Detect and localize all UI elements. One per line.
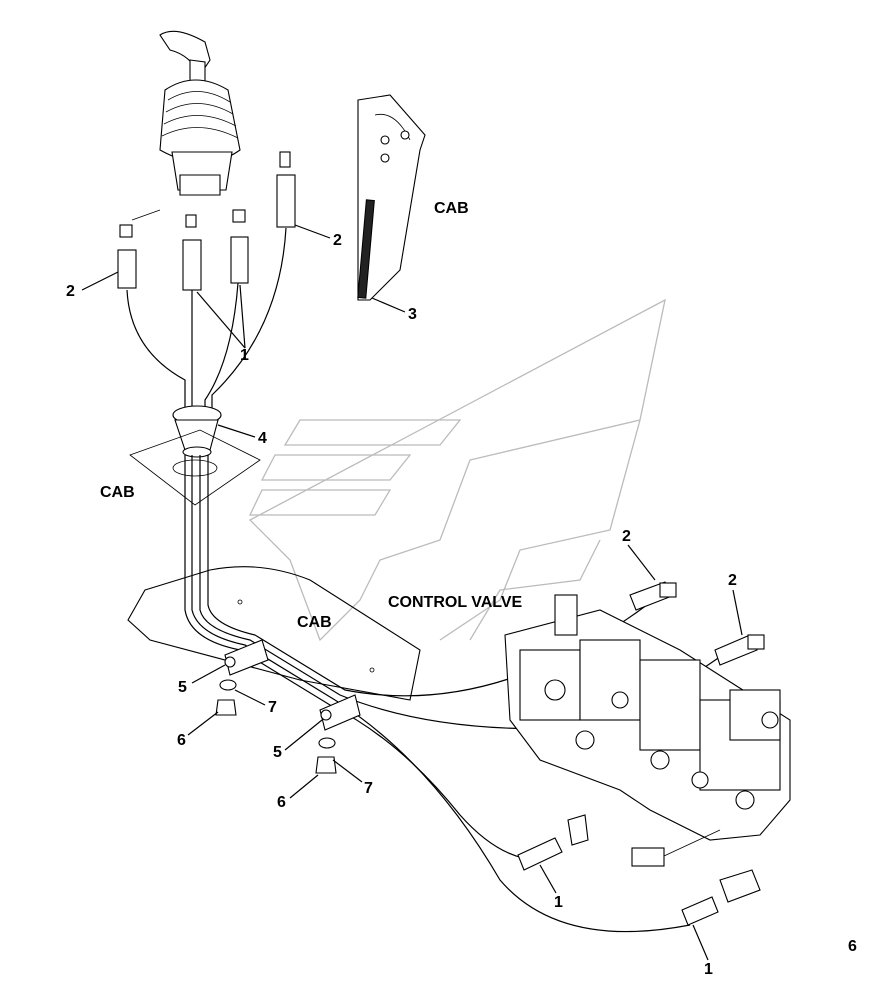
hose-bundle (184, 455, 731, 933)
cab-floor-plate (127, 566, 421, 701)
callout-4: 4 (258, 430, 267, 447)
callout-1-mid: 1 (554, 894, 563, 911)
grommet (129, 405, 261, 506)
callout-1-top: 1 (240, 347, 249, 364)
callout-7-a: 7 (268, 699, 277, 716)
callout-2-top: 2 (333, 232, 342, 249)
callout-5-a: 5 (178, 679, 187, 696)
callout-2-valve-b: 2 (728, 572, 737, 589)
callout-2-valve-a: 2 (622, 528, 631, 545)
joystick-control (159, 30, 241, 196)
callout-2-left: 2 (66, 283, 75, 300)
cab-label-top: CAB (434, 200, 469, 217)
hose-fittings-upper (117, 151, 296, 420)
cab-post (357, 94, 426, 301)
clamp-a (215, 639, 269, 716)
callout-7-b: 7 (364, 780, 373, 797)
leader-lines (81, 224, 743, 961)
cab-label-floor: CAB (297, 614, 332, 631)
callout-1-bottom: 1 (704, 961, 713, 978)
corner-mark: 6 (848, 938, 857, 955)
callout-5-b: 5 (273, 744, 282, 761)
callout-6-a: 6 (177, 732, 186, 749)
control-valve-block (504, 594, 791, 867)
callout-6-b: 6 (277, 794, 286, 811)
cab-label-left: CAB (100, 484, 135, 501)
callout-3: 3 (408, 306, 417, 323)
valve-fittings (517, 581, 765, 926)
watermark-logo (248, 298, 666, 642)
clamp-b (315, 694, 361, 774)
control-valve-label: CONTROL VALVE (388, 594, 523, 611)
